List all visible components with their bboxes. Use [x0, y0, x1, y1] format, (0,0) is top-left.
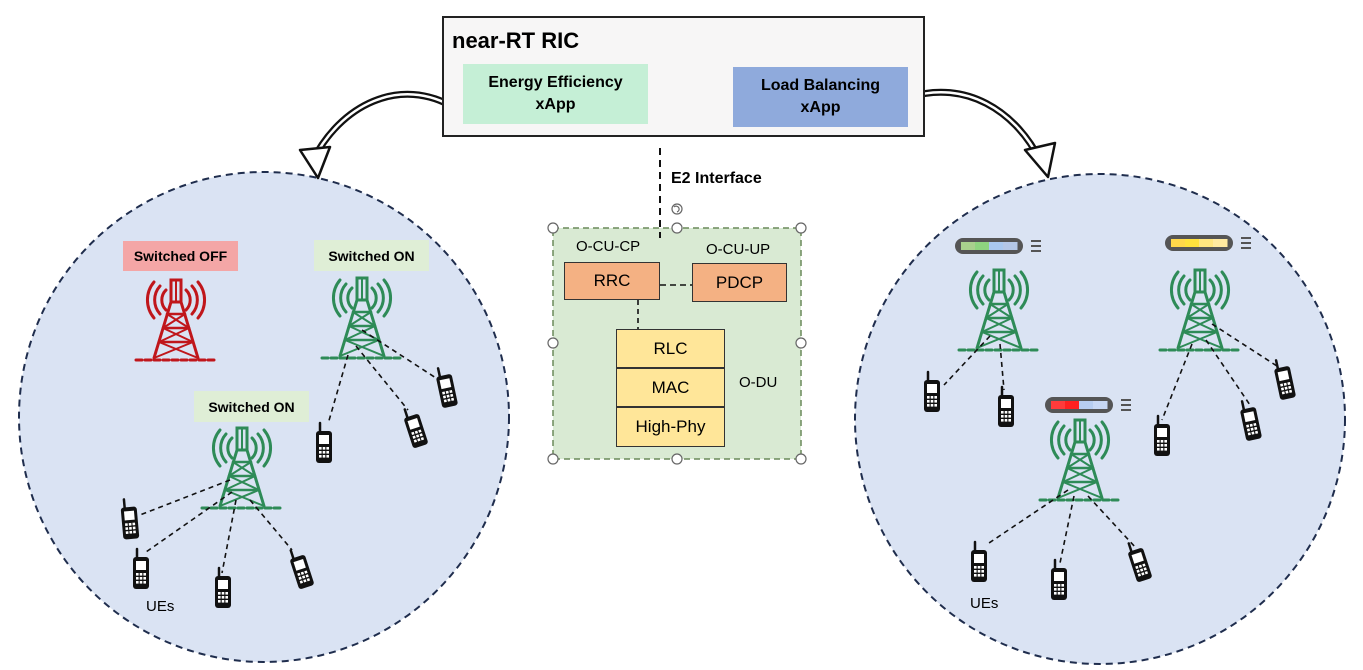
- xapp-label-line1: Load Balancing: [760, 77, 881, 94]
- load-segment: [1213, 239, 1228, 247]
- high-phy-block: High-Phy: [616, 407, 725, 447]
- load-cell-links: [943, 323, 1281, 564]
- cell-load-bar-top-right: [1165, 235, 1251, 251]
- ues-label: UEs: [970, 595, 999, 612]
- load-segment: [989, 242, 1004, 250]
- ric-title: near-RT RIC: [452, 28, 580, 53]
- rotate-handle-icon: [671, 203, 683, 215]
- xapp-label-line2: xApp: [535, 96, 576, 113]
- ues-label: UEs: [146, 598, 175, 615]
- switched-on-tag: Switched ON: [314, 240, 429, 271]
- energy-efficiency-xapp: Energy Efficiency xApp: [463, 64, 648, 124]
- cell-load-bar-top-left: [955, 238, 1041, 254]
- mac-block: MAC: [616, 368, 725, 407]
- o-du-label: O-DU: [739, 374, 778, 391]
- load-segment: [961, 242, 976, 250]
- pdcp-block: PDCP: [692, 263, 787, 302]
- arrow-to-load-cell: [908, 88, 1057, 179]
- energy-cell-links: [139, 329, 437, 574]
- load-balancing-xapp: Load Balancing xApp: [733, 67, 908, 127]
- load-segment: [1065, 401, 1080, 409]
- rlc-block: RLC: [616, 329, 725, 368]
- o-cu-cp-label: O-CU-CP: [576, 238, 641, 255]
- cell-load-bar-middle: [1045, 397, 1131, 413]
- e2-interface-label: E2 Interface: [671, 170, 762, 187]
- arrow-to-energy-cell: [298, 90, 457, 180]
- selection-handles: [547, 222, 807, 465]
- load-cell-zone: [854, 173, 1346, 665]
- load-segment: [1093, 401, 1108, 409]
- switched-off-tag: Switched OFF: [123, 241, 238, 271]
- load-segment: [1171, 239, 1186, 247]
- rrc-block: RRC: [564, 262, 660, 300]
- load-segment: [1003, 242, 1018, 250]
- o-cu-up-label: O-CU-UP: [706, 241, 771, 258]
- xapp-label-line1: Energy Efficiency: [488, 74, 623, 91]
- switched-on-tag: Switched ON: [194, 391, 309, 422]
- load-segment: [1079, 401, 1094, 409]
- load-segment: [1051, 401, 1066, 409]
- load-segment: [1185, 239, 1200, 247]
- xapp-label-line2: xApp: [800, 99, 841, 116]
- load-segment: [1199, 239, 1214, 247]
- load-segment: [975, 242, 990, 250]
